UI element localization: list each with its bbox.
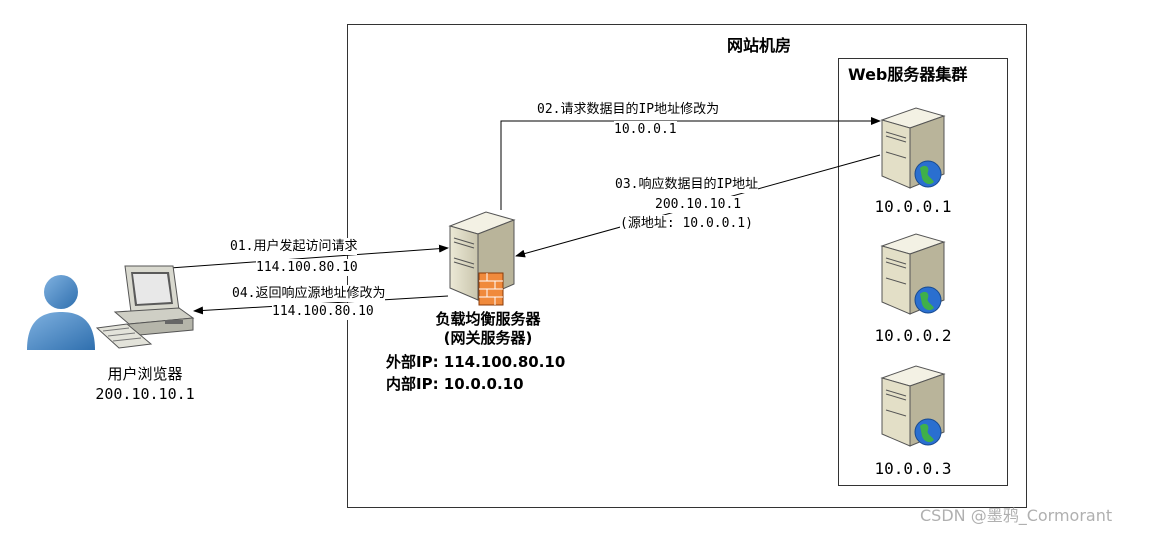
desktop-computer-icon: [95, 265, 195, 349]
step-01-label: 01.用户发起访问请求: [230, 238, 358, 255]
arrow-01-request: [169, 244, 449, 269]
step-01-detail: 114.100.80.10: [256, 259, 358, 276]
server-room-title: 网站机房: [727, 36, 792, 55]
step-02-label: 02.请求数据目的IP地址修改为: [537, 101, 720, 118]
web-server-2-ip: 10.0.0.2: [874, 326, 952, 345]
step-02-detail: 10.0.0.1: [614, 121, 677, 138]
load-balancer-subname: (网关服务器): [443, 329, 533, 347]
web-server-3-ip: 10.0.0.3: [874, 459, 952, 478]
step-04-detail: 114.100.80.10: [272, 303, 374, 320]
load-balancer-external-ip: 外部IP: 114.100.80.10: [386, 353, 566, 371]
firewall-icon: [478, 272, 504, 306]
user-icon: [27, 275, 95, 350]
step-04-label: 04.返回响应源地址修改为: [232, 285, 386, 302]
web-server-3-icon: [880, 365, 946, 447]
watermark: CSDN @墨鸦_Cormorant: [920, 506, 1113, 525]
web-cluster-frame: [838, 58, 1008, 486]
load-balancer-name: 负载均衡服务器: [435, 310, 541, 328]
web-cluster-title: Web服务器集群: [848, 65, 968, 84]
web-server-1-ip: 10.0.0.1: [874, 197, 952, 216]
web-server-2-icon: [880, 233, 946, 315]
client-ip: 200.10.10.1: [95, 385, 195, 403]
step-03-label: 03.响应数据目的IP地址: [615, 176, 759, 193]
web-server-1-icon: [880, 107, 946, 189]
arrow-02-forward: [500, 117, 881, 210]
step-03-note: (源地址: 10.0.0.1): [620, 215, 753, 232]
load-balancer-internal-ip: 内部IP: 10.0.0.10: [386, 375, 524, 393]
client-name: 用户浏览器: [107, 365, 183, 383]
step-03-detail: 200.10.10.1: [655, 196, 742, 213]
